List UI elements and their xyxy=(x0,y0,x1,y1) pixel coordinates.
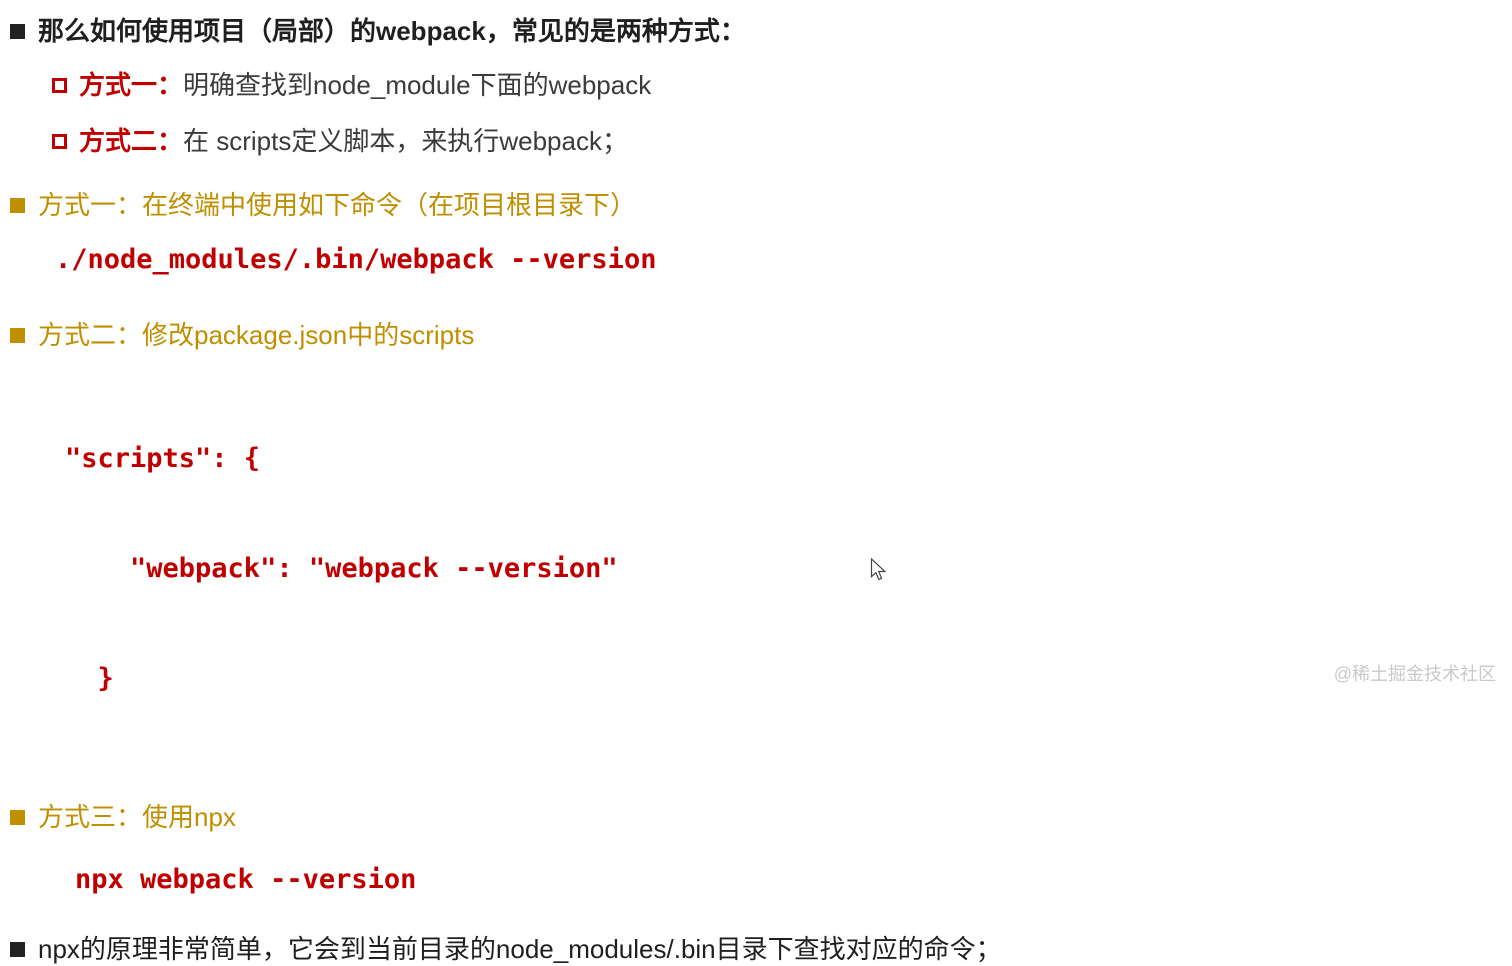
footer-row: npx的原理非常简单，它会到当前目录的node_modules/.bin目录下查… xyxy=(10,932,1512,966)
footer-text: npx的原理非常简单，它会到当前目录的node_modules/.bin目录下查… xyxy=(38,934,1002,964)
method-item-2: 方式二： 在 scripts定义脚本，来执行webpack； xyxy=(52,124,1512,158)
section-3-code: npx webpack --version xyxy=(75,864,417,895)
gold-square-bullet-icon xyxy=(10,809,25,825)
watermark: @稀土掘金技术社区 xyxy=(1333,664,1496,684)
section-2-code-block: "scripts": { "webpack": "webpack --versi… xyxy=(65,368,1512,770)
method-1-label: 方式一： xyxy=(79,70,184,100)
code-line: } xyxy=(65,663,114,694)
black-square-bullet-icon xyxy=(10,941,25,957)
section-3-heading-row: 方式三：使用npx xyxy=(10,800,1512,834)
section-1-code: ./node_modules/.bin/webpack --version xyxy=(55,244,657,275)
section-1-heading-row: 方式一：在终端中使用如下命令（在项目根目录下） xyxy=(10,188,1512,222)
red-hollow-square-bullet-icon xyxy=(52,133,67,149)
section-2-heading: 方式二：修改package.json中的scripts xyxy=(38,320,475,350)
method-item-1: 方式一： 明确查找到node_module下面的webpack xyxy=(52,68,1512,102)
code-line: "webpack": "webpack --version" xyxy=(65,553,618,584)
method-2-label: 方式二： xyxy=(79,126,184,156)
intro-row: 那么如何使用项目（局部）的webpack，常见的是两种方式： xyxy=(10,14,1512,48)
gold-square-bullet-icon xyxy=(10,327,25,343)
intro-text: 那么如何使用项目（局部）的webpack，常见的是两种方式： xyxy=(38,16,746,46)
section-3-heading: 方式三：使用npx xyxy=(38,802,236,832)
red-hollow-square-bullet-icon xyxy=(52,77,67,93)
section-1-heading: 方式一：在终端中使用如下命令（在项目根目录下） xyxy=(38,190,637,220)
black-square-bullet-icon xyxy=(10,23,25,39)
section-2-heading-row: 方式二：修改package.json中的scripts xyxy=(10,318,1512,352)
gold-square-bullet-icon xyxy=(10,197,25,213)
mouse-cursor-icon xyxy=(870,558,886,581)
method-2-text: 在 scripts定义脚本，来执行webpack； xyxy=(183,126,628,156)
method-1-text: 明确查找到node_module下面的webpack xyxy=(183,70,652,100)
code-line: "scripts": { xyxy=(65,443,261,474)
slide-canvas: 那么如何使用项目（局部）的webpack，常见的是两种方式： 方式一： 明确查找… xyxy=(10,14,1512,964)
